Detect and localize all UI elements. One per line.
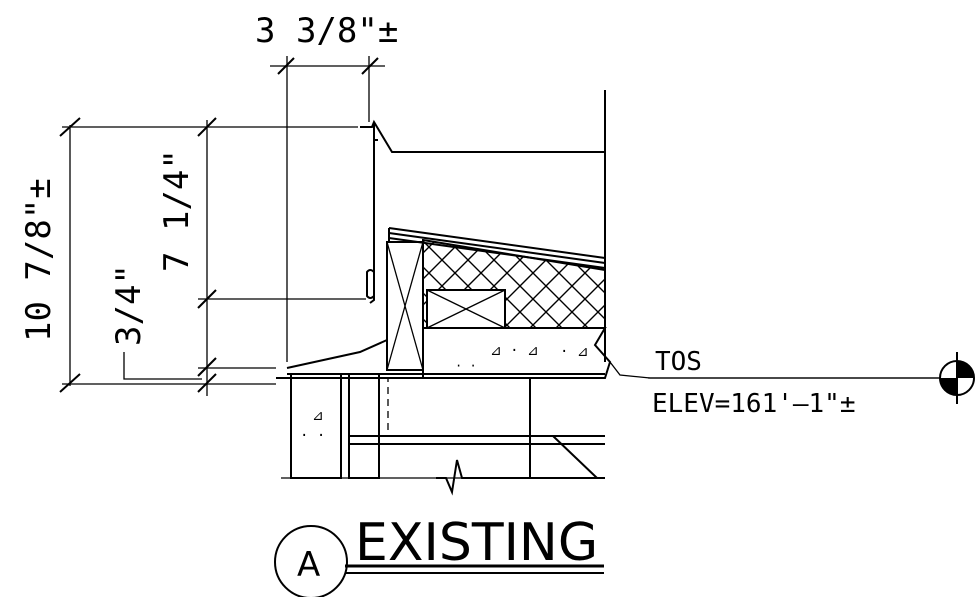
detail-title-text: EXISTING [355, 513, 598, 573]
detail-title: A EXISTING [274, 513, 604, 597]
dimension-lower-gap: 3/4" [109, 264, 202, 380]
dimension-overall-height: 10 7/8"± [19, 117, 358, 393]
dimension-lower-gap-label: 3/4" [109, 264, 149, 346]
elevation-label: TOS [655, 347, 702, 377]
svg-text:· ·: · · [455, 359, 477, 373]
detail-marker-letter: A [297, 545, 320, 585]
svg-text:· ·: · · [300, 428, 325, 444]
elevation-target-icon [939, 352, 975, 404]
svg-text:· ⊿: · ⊿ [560, 344, 589, 360]
dimension-upper-height: 7 1/4" [157, 117, 366, 396]
dimension-overall-height-label: 10 7/8"± [19, 178, 59, 342]
elevation-tag: TOS ELEV=161'–1"± [609, 347, 975, 419]
roof-edge-section: ⊿ · ⊿ · ⊿ · · ⊿ · · [276, 90, 612, 496]
detail-marker-circle [274, 525, 348, 597]
dimension-upper-height-label: 7 1/4" [157, 149, 197, 272]
svg-text:⊿ · ⊿: ⊿ · ⊿ [490, 343, 539, 359]
elevation-value: ELEV=161'–1"± [652, 389, 856, 419]
dimension-top-width-label: 3 3/8"± [255, 11, 398, 51]
dimension-top-width: 3 3/8"± [255, 11, 398, 362]
svg-text:⊿: ⊿ [312, 408, 324, 424]
